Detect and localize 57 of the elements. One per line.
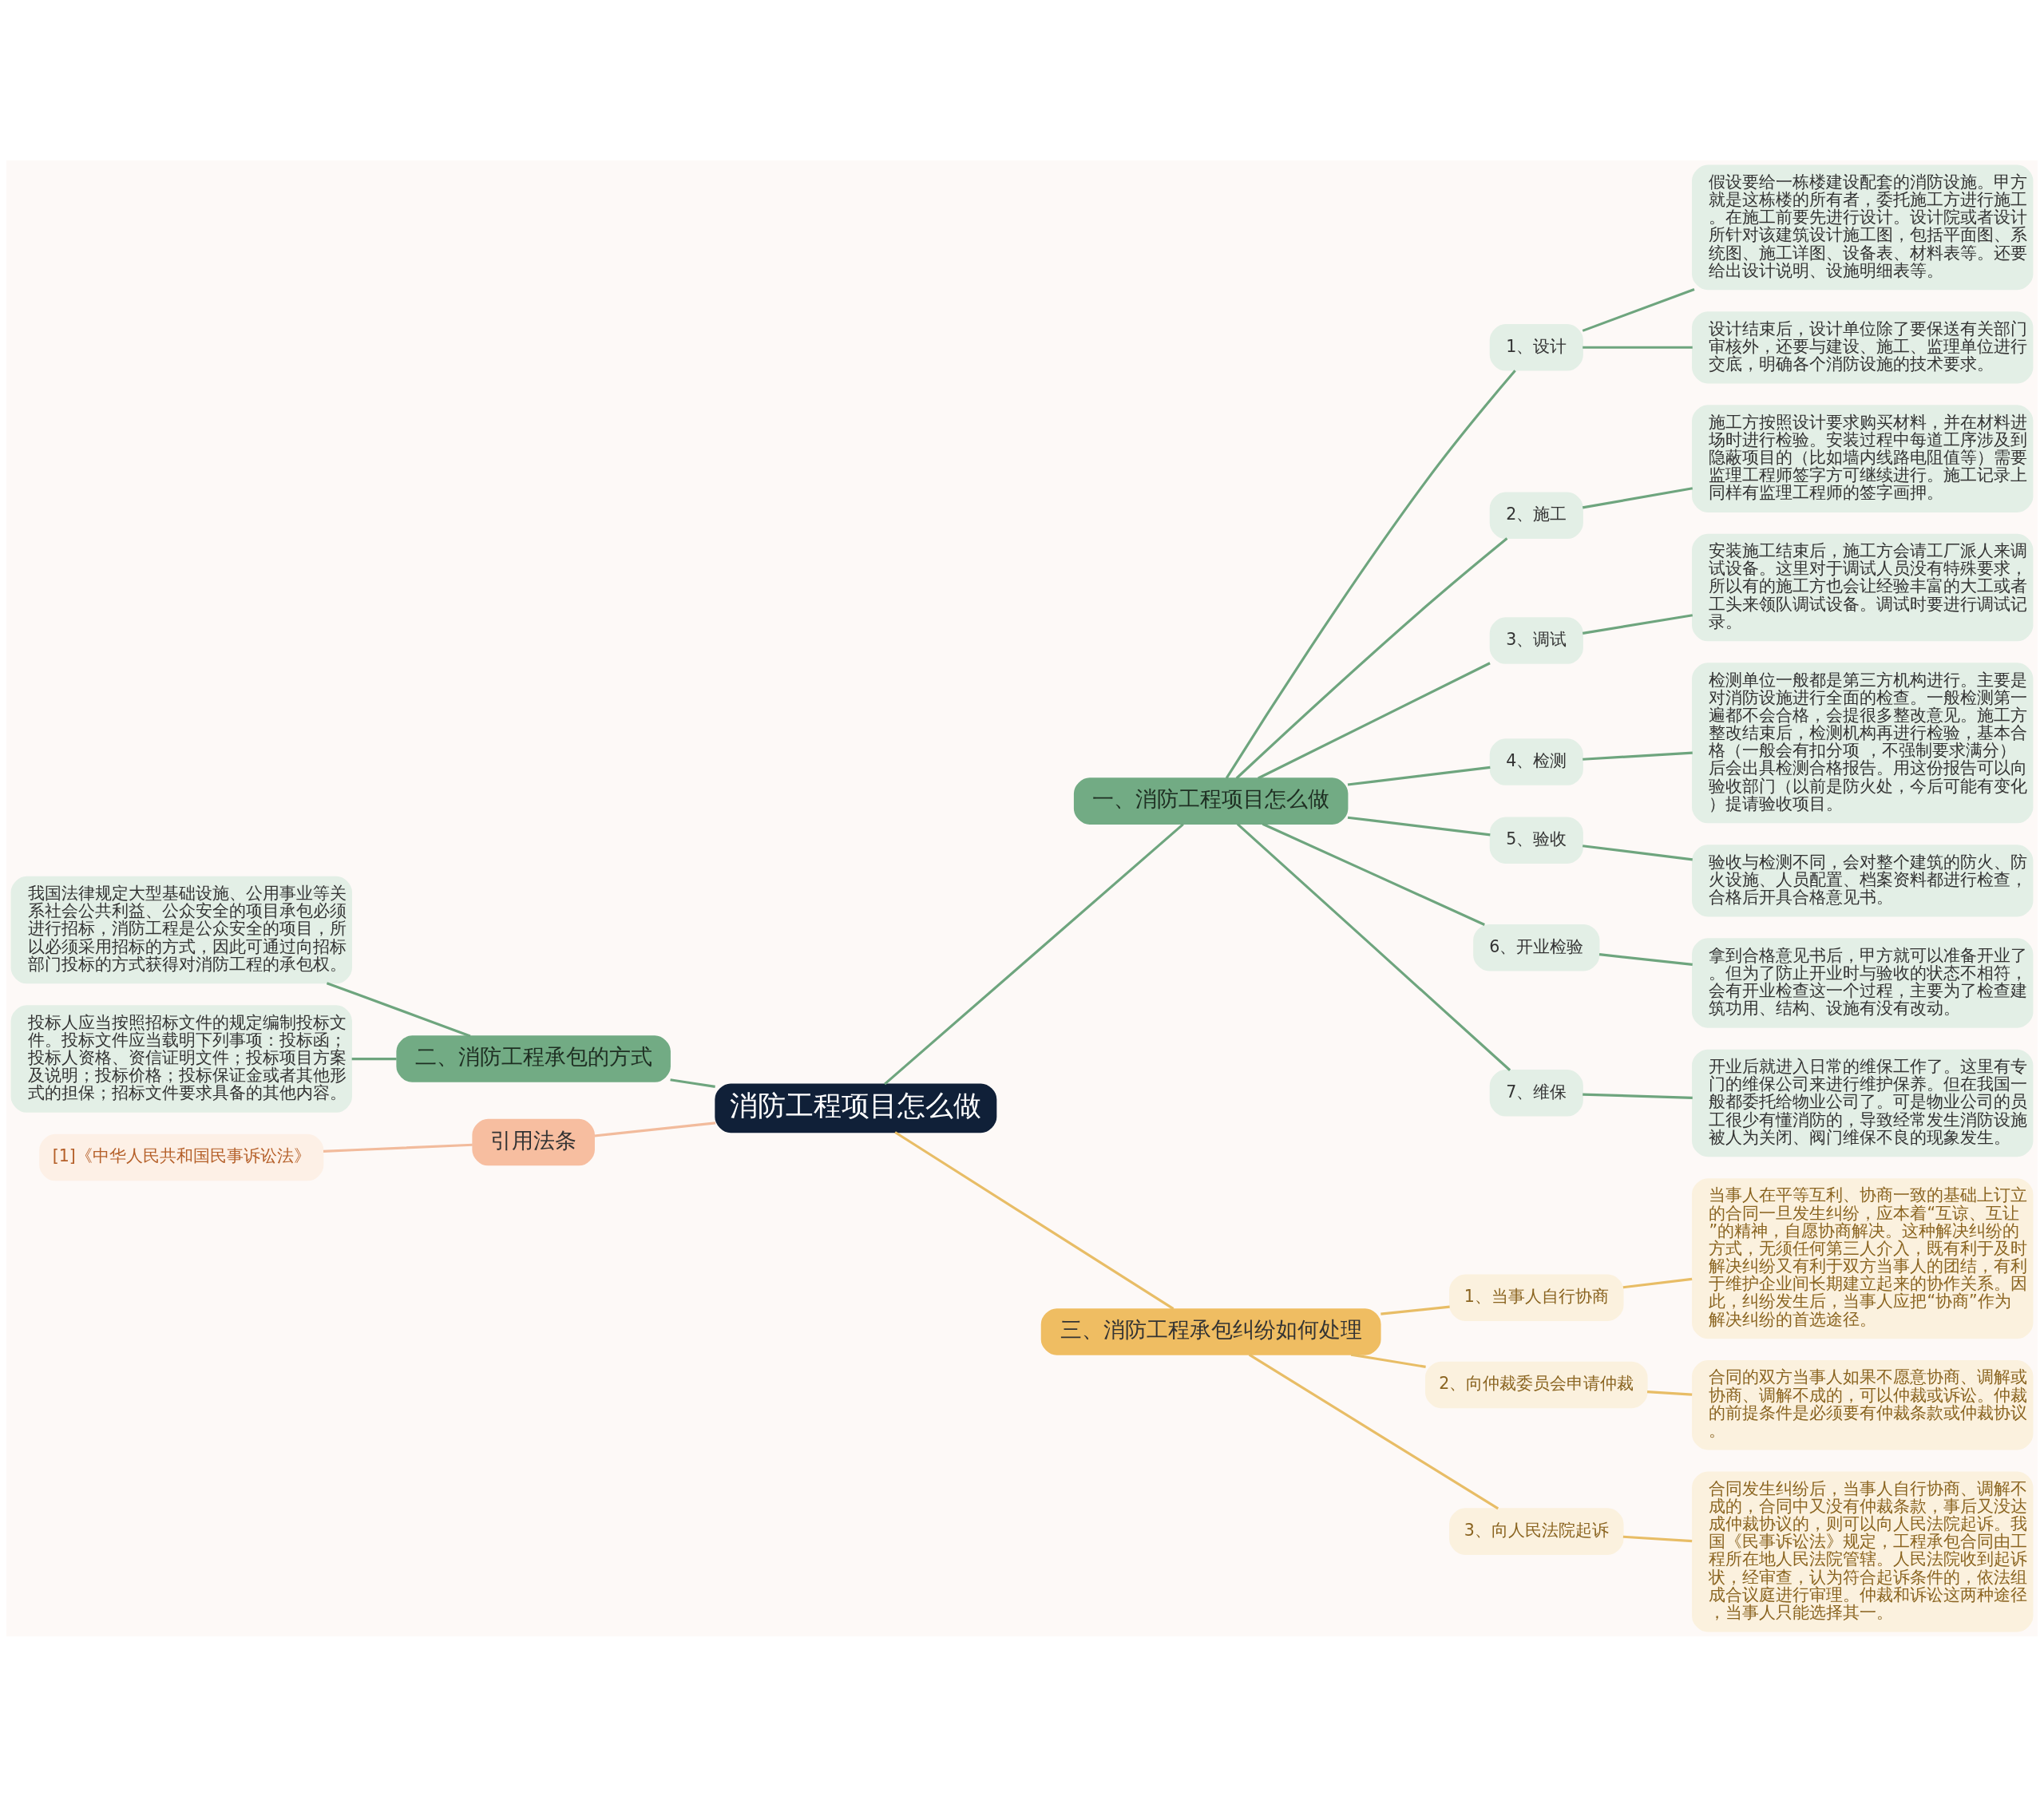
node-box: 验收与检测不同，会对整个建筑的防火、防火设施、人员配置、档案资料都进行检查，合格后开具合格意见书。 [1692,844,2034,916]
connector [326,981,471,1037]
connector [1262,822,1485,926]
node-box: 消防工程项目怎么做 [715,1082,997,1133]
connector [1622,1277,1693,1288]
node-box: 3、调试 [1489,616,1583,664]
node-box: 施工方按照设计要求购买材料，并在材料进场时进行检验。安装过程中每道工序涉及到隐蔽项目的（比如墙内线路电阻值等）需要监理工程师签字方可继续进行。施工记录上同样有监理工程师的签字画押。 [1692,404,2034,512]
node-box: 6、开业检验 [1473,924,1600,971]
node-box: 三、消防工程承包纠纷如何处理 [1040,1307,1381,1355]
node-box: 安装施工结束后，施工方会请工厂派人来调试设备。这里对于调试人员没有特殊要求，所以有的施工方也会让经验丰富的大工或者工头来领队调试设备。调试时要进行调试记录。 [1692,533,2034,641]
connector [1647,1390,1693,1396]
connector [884,822,1184,1085]
connector [1583,1092,1693,1099]
connector [1583,751,1693,761]
connector [1248,1353,1499,1509]
node-box: 当事人在平等互利、协商一致的基础上订立的合同一旦发生纠纷，应本着“互谅、互让”的精神，自愿协商解决。这种解决纠纷的方式，无须任何第三人介入，既有利于及时解决纠纷又有利于双方当事人的团结，有利于维护企业间长期建立起来的协作关系。因此，纠纷发生后，当事人应把“协商”作为解决纠纷的首选途径。 [1692,1177,2034,1339]
node-box: 引用法条 [472,1118,595,1165]
node-box: 二、消防工程承包的方式 [396,1034,671,1082]
node-box: 开业后就进入日常的维保工作了。这里有专门的维保公司来进行维护保养。但在我国一般都委托给物业公司了。可是物业公司的员工很少有懂消防的，导致经常发生消防设施被人为关闭、阀门维保不良的现象发生。 [1692,1049,2034,1157]
connector [1583,613,1693,635]
connector [1347,765,1491,786]
node-box: 2、向仲裁委员会申请仲裁 [1425,1361,1648,1408]
connector [594,1121,716,1137]
node-box: 拿到合格意见书后，甲方就可以准备开业了。但为了防止开业时与验收的状态不相符，会有开业检查这一个过程，主要为了检查建筑功用、结构、设施有没有改动。 [1692,937,2034,1028]
connector [1582,287,1695,332]
node-box: 合同的双方当事人如果不愿意协商、调解或协商、调解不成的，可以仲裁或诉讼。仲裁的前提条件是必须要有仲裁条款或仲裁协议。 [1692,1359,2034,1450]
node-box: 设计结束后，设计单位除了要保送有关部门审核外，还要与建设、施工、监理单位进行交底，明确各个消防设施的技术要求。 [1692,311,2034,383]
node-box: 4、检测 [1489,738,1583,785]
connector [1622,1535,1693,1542]
node-box: 1、设计 [1489,323,1583,371]
node-box: 检测单位一般都是第三方机构进行。主要是对消防设施进行全面的检查。一般检测第一遍都不会合格，会提很多整改意见。施工方整改结束后，检测机构再进行检验，基本合格（一般会有扣分项 ，不强制要求满分）后会出具检测合格报告。用这份报告可以向验收部门（以前是防火处，今后可能有变化）提请验收项目。 [1692,662,2034,823]
node-box: 3、向人民法院起诉 [1449,1507,1624,1555]
connector [1380,1305,1450,1315]
connector [1258,661,1491,779]
connector [670,1078,715,1088]
node-box: 假设要给一栋楼建设配套的消防设施。甲方就是这栋楼的所有者，委托施工方进行施工。在施工前要先进行设计。设计院或者设计所针对该建筑设计施工图，包括平面图、系统图、施工详图、设备表、材料表等。还要给出设计说明、设施明细表等。 [1692,164,2034,290]
connector [1583,844,1693,860]
node-box: 2、施工 [1489,492,1583,539]
node-box: 投标人应当按照招标文件的规定编制投标文件。投标文件应当载明下列事项：投标函；投标人资格、资信证明文件；投标项目方案及说明；投标价格；投标保证金或者其他形式的担保；招标文件要求具备的其他内容。 [10,1004,352,1113]
connector [323,1143,473,1153]
node-box: 7、维保 [1489,1069,1583,1117]
node-box: 一、消防工程项目怎么做 [1073,777,1349,825]
connector [894,1130,1175,1310]
connector [1236,822,1511,1071]
connector [1225,369,1516,779]
node-box: 我国法律规定大型基础设施、公用事业等关系社会公共利益、公众安全的项目承包必须进行招标，消防工程是公众安全的项目，所以必须采用招标的方式，因此可通过向招标部门投标的方式获得对消防工程的承包权。 [10,876,352,983]
node-box: 5、验收 [1489,816,1583,864]
connector [1347,816,1491,836]
node-box: [1]《中华人民共和国民事诉讼法》 [39,1133,324,1181]
connector [1350,1353,1426,1368]
connector [351,1057,397,1060]
node-box: 合同发生纠纷后，当事人自行协商、调解不成的，合同中又没有仲裁条款，事后又没达成仲裁协议的，则可以向人民法院起诉。我国《民事诉讼法》规定，工程承包合同由工程所在地人民法院管辖。人民法院收到起诉状，经审查，认为符合起诉条件的，依法组成合议庭进行审理。仲裁和诉讼这两种途径，当事人只能选择其一。 [1692,1470,2034,1632]
connector [1598,952,1693,966]
connector [1582,486,1693,508]
connector [1235,536,1508,779]
connector [1583,346,1693,349]
node-box: 1、当事人自行协商 [1449,1273,1624,1321]
